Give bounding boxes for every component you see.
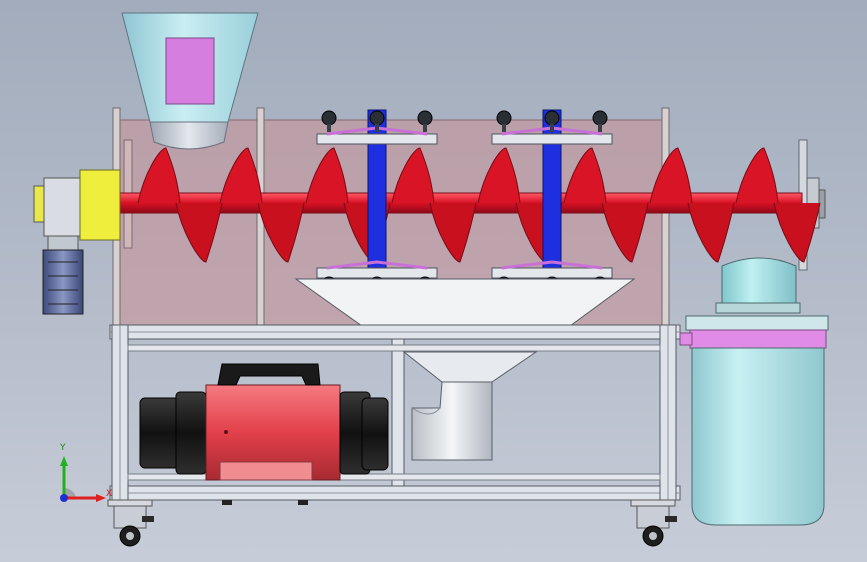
- screw-flight-upper: [305, 147, 349, 204]
- collection-funnel: [402, 351, 538, 383]
- screw-flight-upper: [563, 147, 607, 204]
- blower-handle: [217, 363, 321, 386]
- clamp-knob: [321, 110, 337, 132]
- screw-flight-lower: [601, 202, 649, 263]
- elbow-pipe: [411, 381, 493, 461]
- clamp-knob: [369, 110, 385, 132]
- clamp-knob: [592, 110, 608, 132]
- drive-gearmotor: [33, 169, 121, 315]
- blower-fan: [139, 363, 389, 481]
- hopper-window: [165, 37, 215, 105]
- caster-wheel: [107, 499, 154, 547]
- clamp-knob: [544, 110, 560, 132]
- caster-wheels: [107, 499, 677, 547]
- caster-wheel: [630, 499, 677, 547]
- screw-flight-lower: [257, 202, 305, 263]
- dust-collector: [679, 257, 829, 526]
- screw-flight-upper: [649, 147, 693, 204]
- coordinate-triad-icon: [60, 456, 106, 502]
- screw-flight-upper: [137, 147, 181, 204]
- screw-flight-lower: [429, 202, 477, 263]
- screw-flight-lower: [687, 202, 735, 263]
- frame-feet: [222, 500, 308, 505]
- screw-flights: [137, 147, 821, 263]
- collector-band: [689, 329, 827, 349]
- screw-flight-lower: [773, 202, 821, 263]
- screw-flight-upper: [477, 147, 521, 204]
- support-frame: [109, 324, 681, 501]
- clamp-knob: [417, 110, 433, 132]
- feed-hopper: [121, 12, 259, 150]
- screw-flight-lower: [175, 202, 223, 263]
- screw-flight-upper: [219, 147, 263, 204]
- y-axis-label: Y: [60, 443, 66, 453]
- screw-flight-upper: [735, 147, 779, 204]
- screw-flight-upper: [391, 147, 435, 204]
- x-axis-label: X: [106, 489, 113, 499]
- clamp-knob: [496, 110, 512, 132]
- gearbox-housing: [79, 169, 121, 241]
